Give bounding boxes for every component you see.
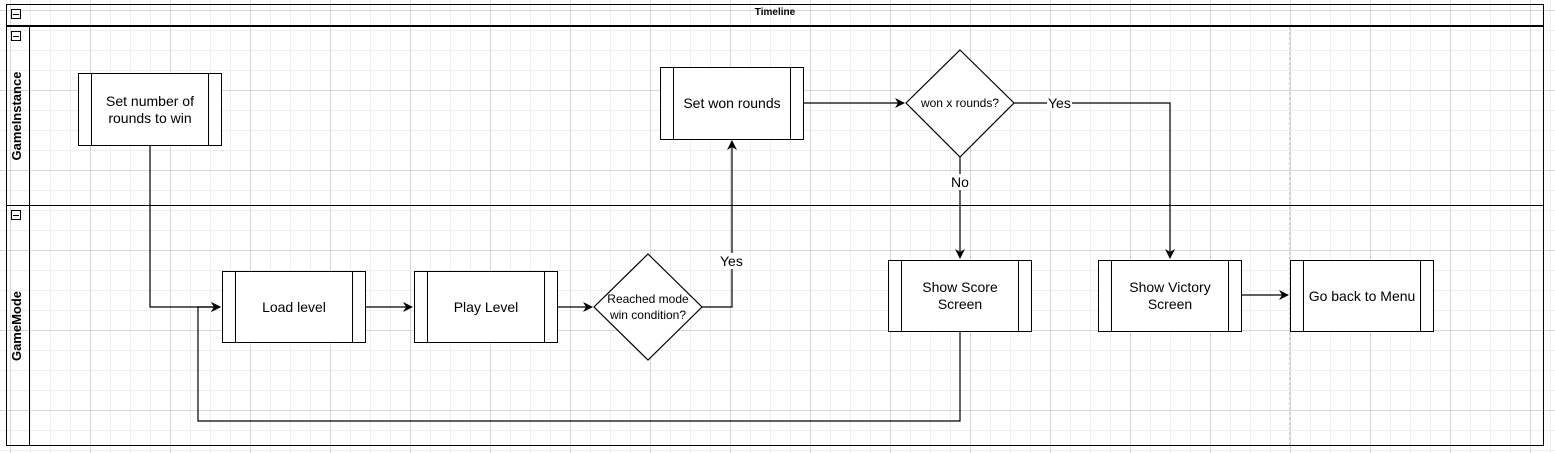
process-show-score[interactable]: Show Score Screen	[888, 260, 1032, 332]
process-show-score-label: Show Score Screen	[922, 279, 998, 312]
process-show-victory-label: Show Victory Screen	[1129, 279, 1211, 312]
edge-reached-yes-to-setwon[interactable]	[702, 140, 737, 308]
decision-wonx-label: won x rounds?	[920, 96, 1000, 110]
process-show-victory[interactable]: Show Victory Screen	[1098, 260, 1242, 332]
pool-title: Timeline	[754, 7, 796, 18]
process-go-back-menu[interactable]: Go back to Menu	[1290, 260, 1434, 332]
edge-label-no-won: No	[950, 174, 970, 190]
edge-label-yes-won: Yes	[1047, 95, 1072, 111]
edge-label-yes-reached: Yes	[719, 253, 744, 269]
page-break-line	[1289, 27, 1290, 445]
collapse-lane-gamemode-icon[interactable]	[11, 210, 21, 220]
process-load-level-label: Load level	[262, 298, 326, 315]
process-load-level[interactable]: Load level	[222, 271, 366, 343]
decision-reached-shape[interactable]	[593, 253, 703, 361]
process-play-level[interactable]: Play Level	[414, 271, 558, 343]
process-set-won-rounds-label: Set won rounds	[683, 95, 781, 111]
process-set-rounds-label: Set number of rounds to win	[106, 92, 194, 126]
collapse-lane-gameinstance-icon[interactable]	[11, 31, 21, 41]
collapse-pool-icon[interactable]	[11, 9, 21, 19]
process-play-level-label: Play Level	[453, 298, 519, 315]
edge-setrounds-to-load[interactable]	[149, 146, 221, 312]
process-set-won-rounds[interactable]: Set won rounds	[660, 67, 804, 140]
pool-header	[6, 4, 1544, 26]
decision-reached-label: Reached mode win condition?	[607, 292, 689, 322]
decision-wonx-shape[interactable]	[905, 49, 1015, 158]
edge-wonx-yes-to-victory[interactable]	[1014, 102, 1175, 259]
lane-gamemode-header	[6, 205, 30, 446]
process-set-rounds[interactable]: Set number of rounds to win	[78, 73, 222, 146]
process-go-back-menu-label: Go back to Menu	[1308, 287, 1416, 304]
edge-score-loop-to-load[interactable]	[197, 302, 961, 422]
